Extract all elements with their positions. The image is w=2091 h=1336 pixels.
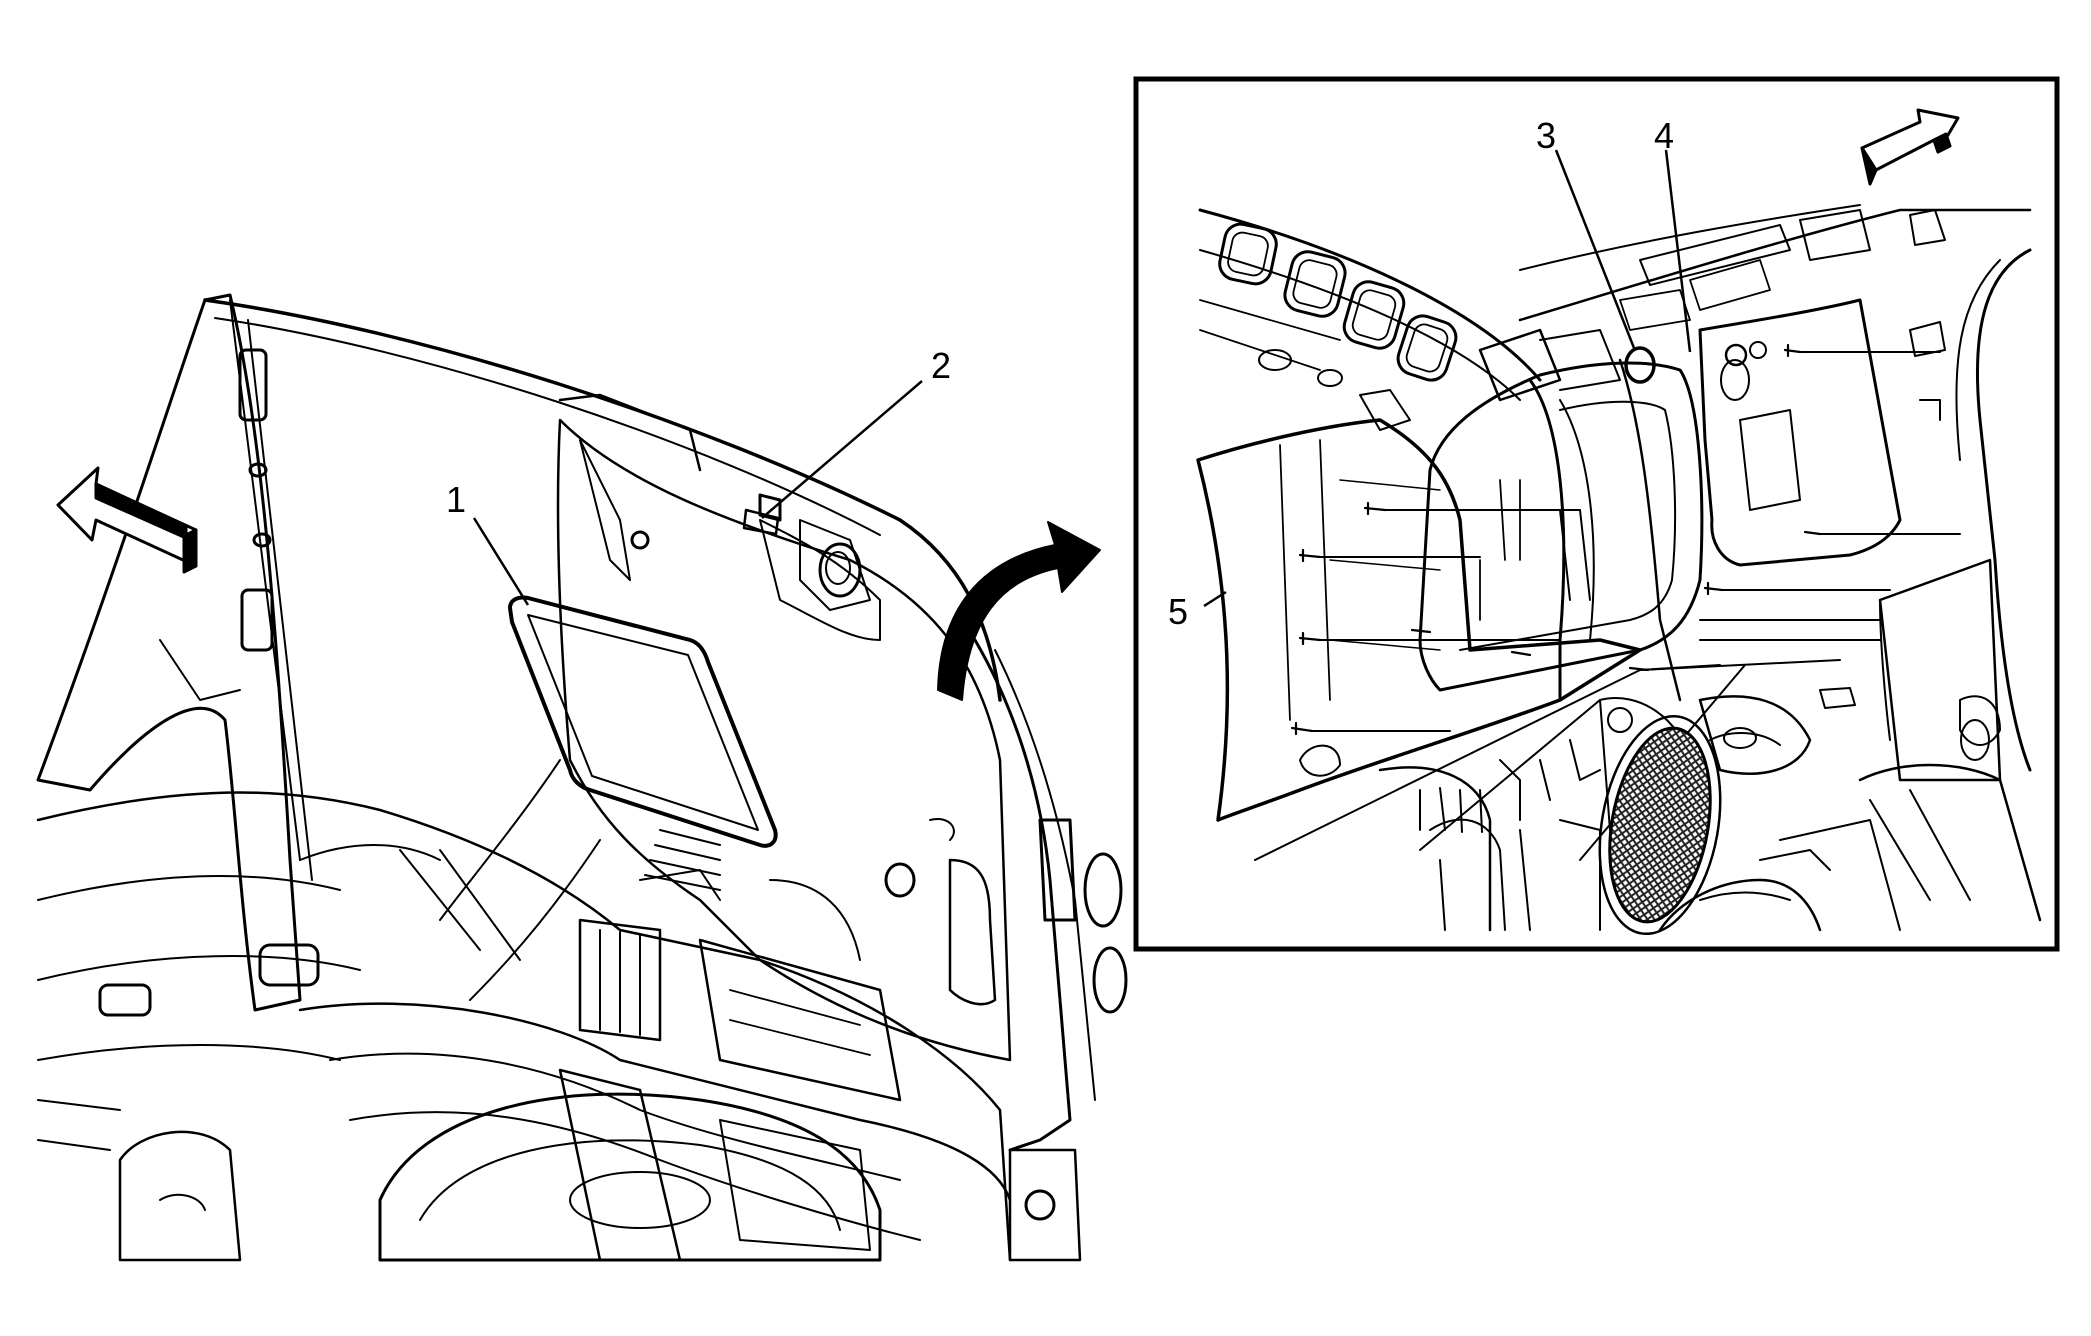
bracket [742, 508, 780, 536]
callout-3: 3 [1536, 115, 1636, 349]
callout-5: 5 [1168, 590, 1227, 632]
upper-trim-panel [1698, 298, 1902, 567]
vent-louvers [644, 829, 721, 891]
callout-2: 2 [761, 345, 951, 519]
callout-4-label: 4 [1654, 115, 1674, 156]
cargo-floor [36, 791, 1012, 1262]
arrow-forward-right-icon [1860, 108, 1960, 186]
fastener-marks [1290, 343, 1822, 736]
pillar-trim-panel [1418, 361, 1704, 692]
roof-vent-grilles [1218, 222, 1458, 382]
callout-1-label: 1 [446, 479, 466, 520]
spare-tire-well [378, 1092, 882, 1262]
trim-panel-window [508, 595, 778, 848]
speaker-grille [1608, 726, 1712, 924]
callout-5-label: 5 [1168, 591, 1188, 632]
callout-3-label: 3 [1536, 115, 1556, 156]
grommet [1624, 346, 1656, 384]
arrow-forward-left-icon [56, 466, 198, 574]
callout-4: 4 [1654, 115, 1692, 353]
callout-2-label: 2 [931, 345, 951, 386]
callout-1: 1 [446, 479, 530, 606]
right-pillar [973, 638, 1072, 1152]
lower-trim-panel [1196, 418, 1642, 822]
quarter-inner-panel [556, 418, 1012, 1062]
detail-inset [1133, 76, 2060, 952]
detail-frame [1133, 76, 2060, 952]
curved-detail-arrow-icon [937, 521, 1101, 701]
main-vehicle-view [36, 293, 1128, 1262]
